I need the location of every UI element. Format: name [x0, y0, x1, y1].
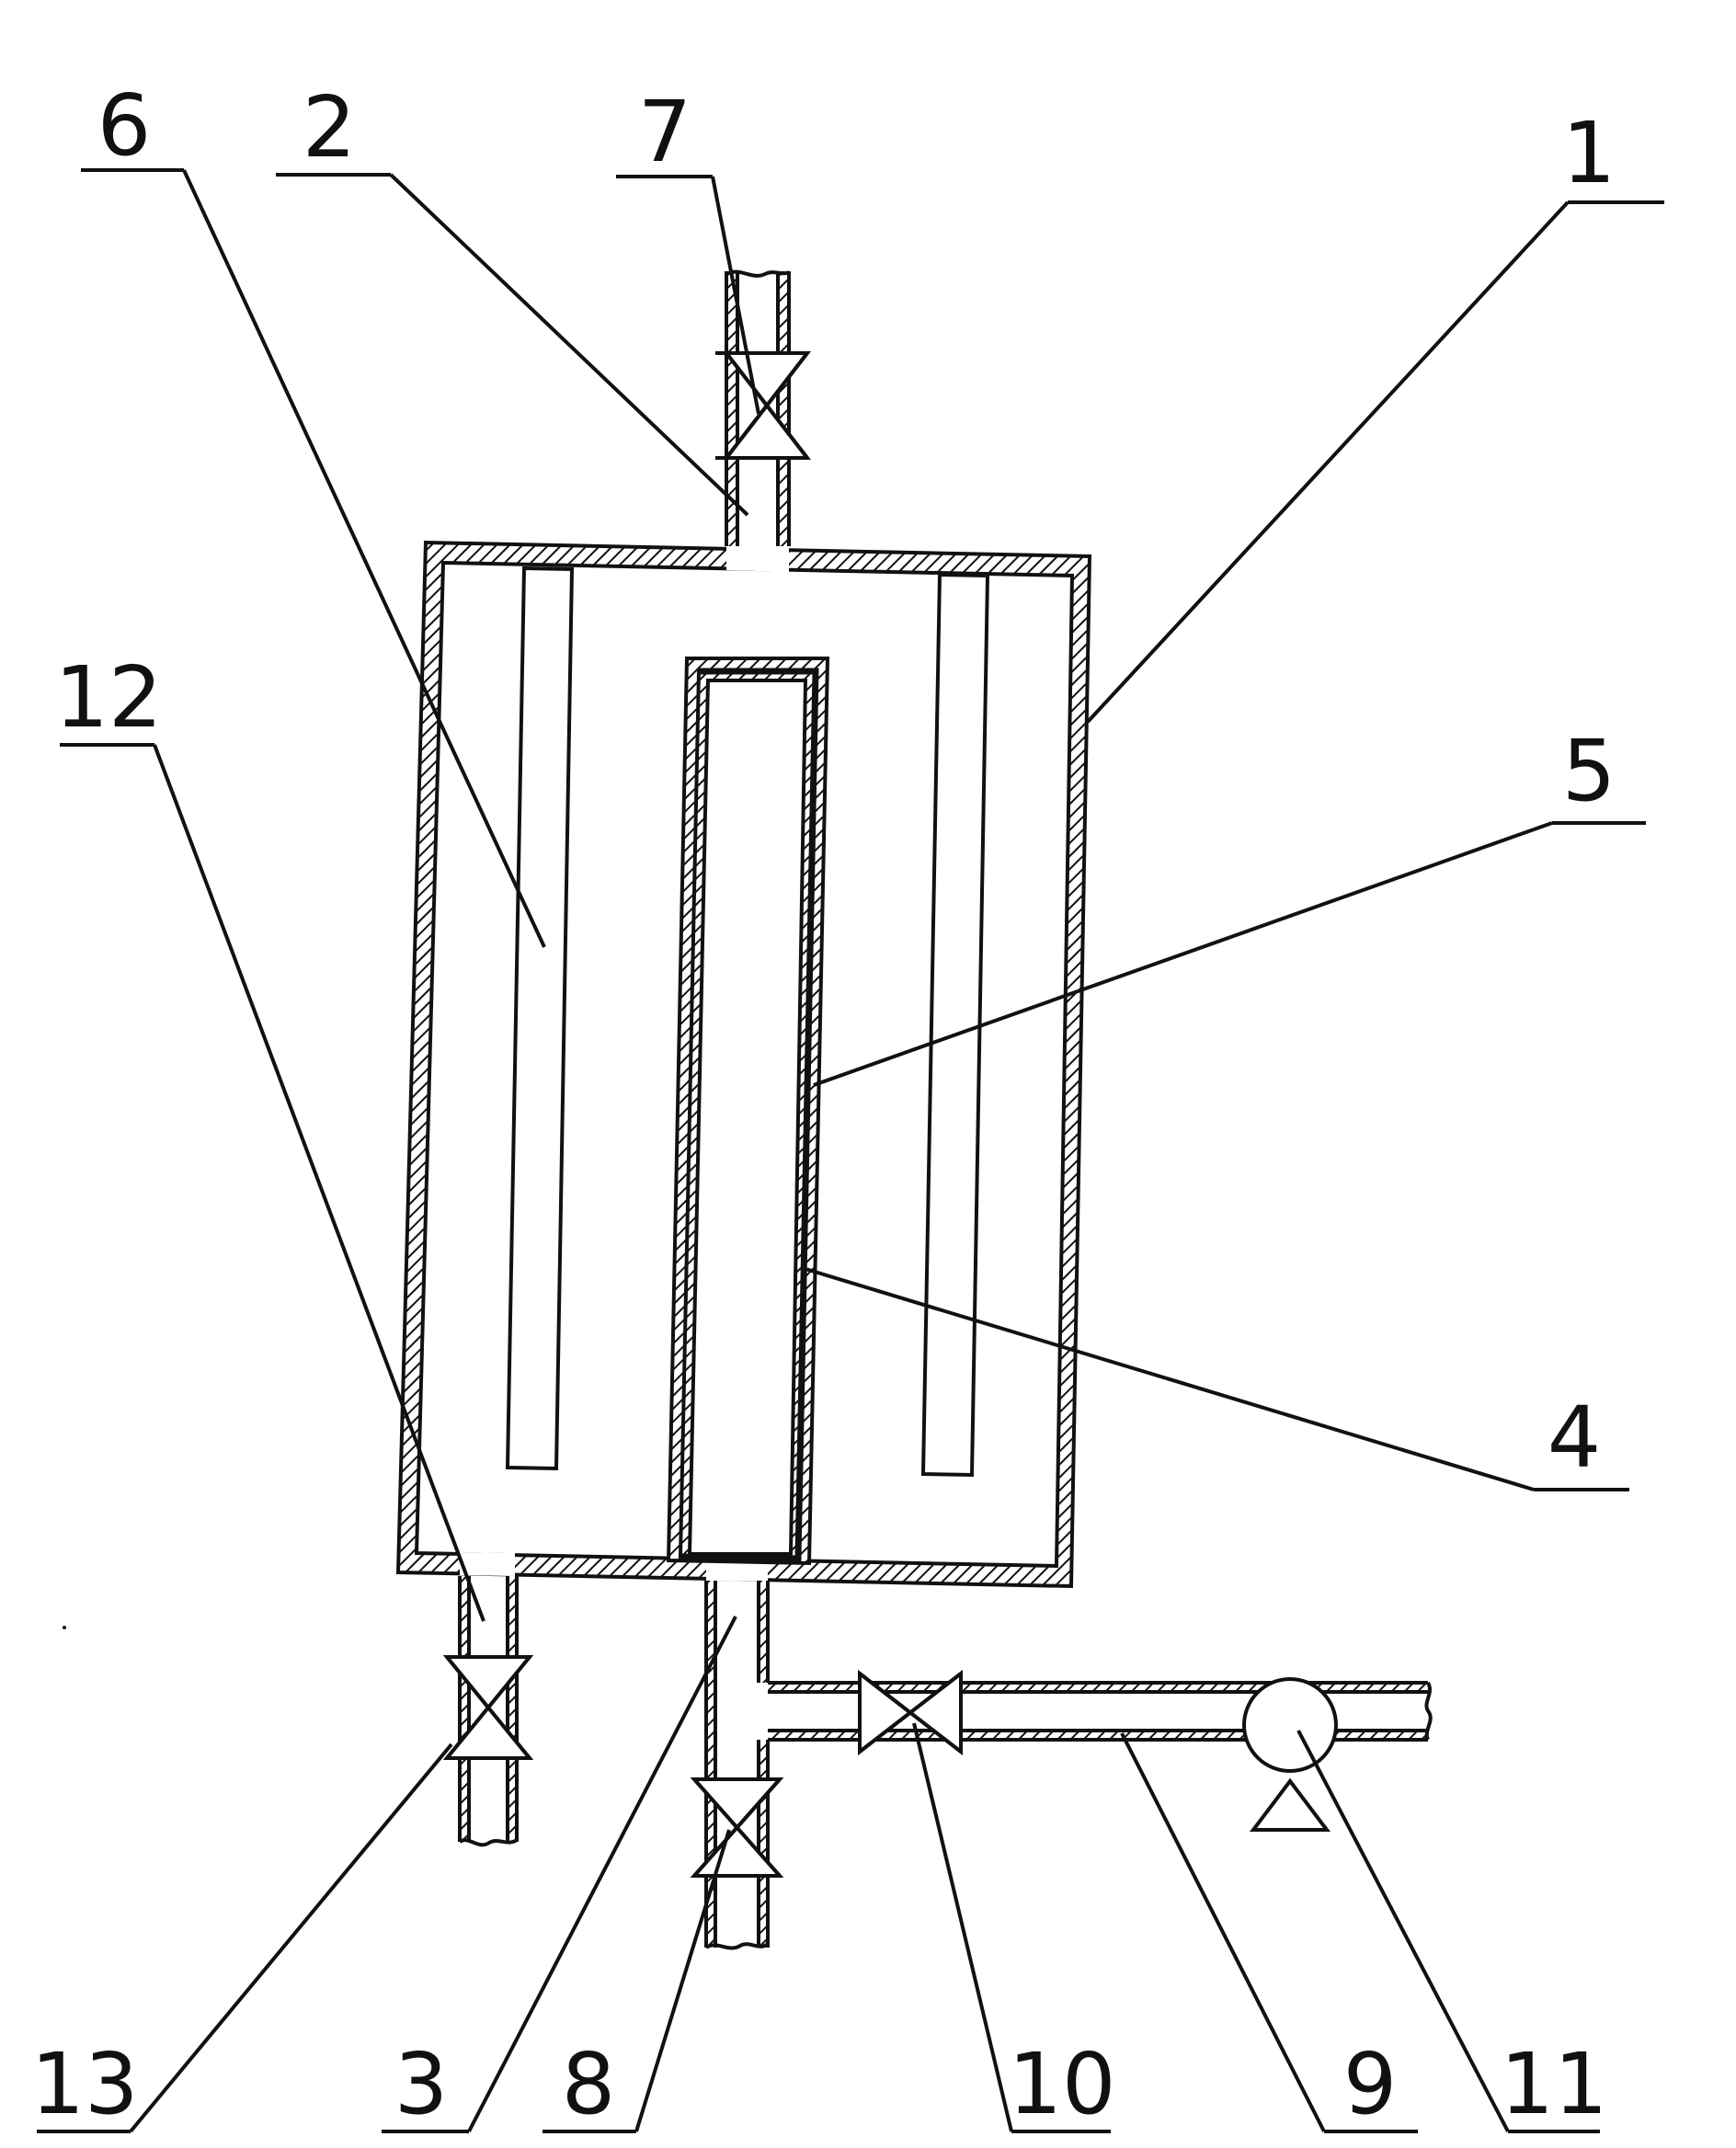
left-outlet-valve	[442, 1655, 534, 1760]
left-outlet-pipe	[458, 1576, 519, 1847]
top-valve	[715, 351, 812, 460]
pump	[1242, 1677, 1338, 1832]
label-6: 6	[97, 76, 152, 175]
label-12: 12	[54, 648, 162, 747]
label-5: 5	[1562, 722, 1616, 820]
label-1: 1	[1562, 104, 1616, 202]
right-tube	[920, 572, 990, 1478]
reference-numerals: 1 2 6 7 5 4 12 13 3 8 10 9 11	[30, 76, 1616, 2133]
label-13: 13	[30, 2035, 138, 2133]
stray-dot	[63, 1626, 66, 1629]
top-inlet-pipe	[725, 269, 791, 546]
leader-lines	[37, 168, 1664, 2133]
center-outlet-valve	[690, 1777, 784, 1878]
label-3: 3	[394, 2035, 449, 2133]
label-9: 9	[1343, 2035, 1398, 2133]
left-tube	[505, 566, 575, 1471]
central-electrode	[666, 657, 830, 1566]
label-7: 7	[638, 83, 692, 181]
branch-valve	[858, 1669, 963, 1756]
center-outlet-pipe	[704, 1581, 770, 1950]
label-11: 11	[1500, 2035, 1607, 2133]
label-4: 4	[1548, 1388, 1602, 1487]
label-2: 2	[303, 78, 357, 177]
label-8: 8	[562, 2035, 616, 2133]
label-10: 10	[1008, 2035, 1115, 2133]
